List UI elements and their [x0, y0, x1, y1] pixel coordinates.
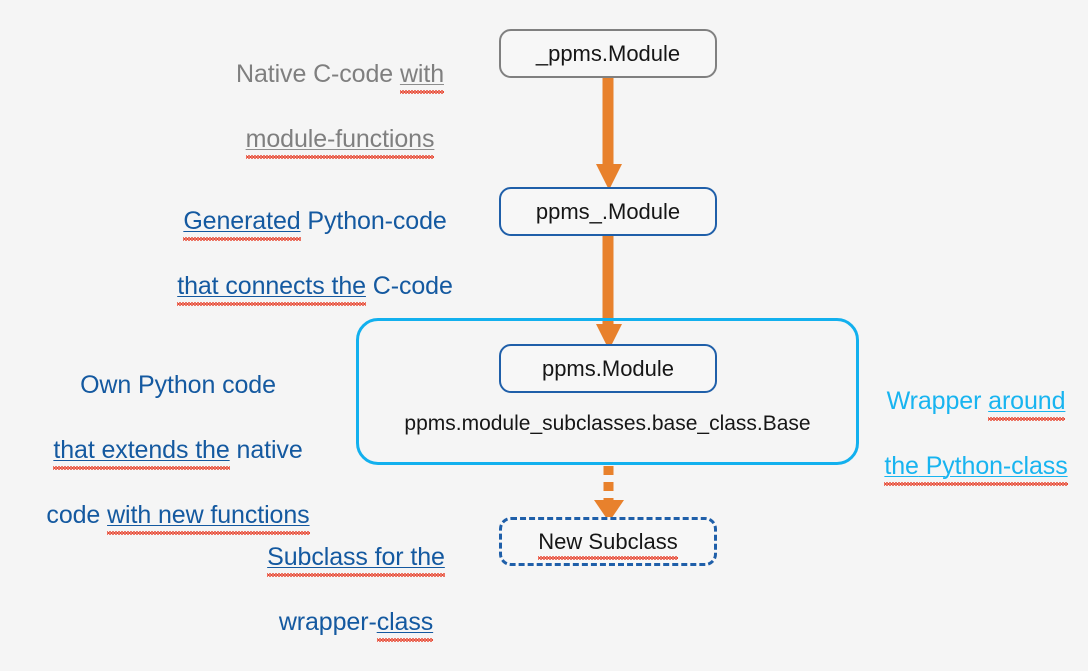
arrow-generated-to-own: [596, 236, 622, 350]
annotation-subclass-line1: Subclass for the: [267, 542, 445, 571]
node-own-python-module-label: ppms.Module: [541, 355, 675, 381]
annotation-own-python-line1: Own Python code: [80, 370, 276, 399]
annotation-wrapper-line1: Wrapper around: [886, 386, 1066, 415]
annotation-native-c-line2: module-functions: [245, 124, 435, 153]
node-new-subclass-label: New Subclass: [538, 529, 677, 555]
arrow-native-to-generated: [596, 76, 622, 190]
annotation-subclass-line2: wrapper-class: [278, 607, 434, 636]
annotation-own-python: Own Python code that extends the native …: [8, 336, 348, 564]
node-generated-python-module[interactable]: ppms_.Module: [499, 187, 717, 236]
annotation-own-python-line3: code with new functions: [46, 500, 310, 529]
base-class-path: ppms.module_subclasses.base_class.Base: [404, 412, 811, 435]
new-subclass-text: New Subclass: [538, 528, 678, 554]
annotation-native-c-line1-misspelled: with: [399, 59, 444, 88]
annotation-native-c: Native C-code with module-functions: [170, 25, 510, 188]
annotation-wrapper-line2: the Python-class: [884, 451, 1068, 480]
annotation-wrapper: Wrapper around the Python-class: [868, 352, 1084, 515]
node-own-python-module[interactable]: ppms.Module: [499, 344, 717, 393]
node-native-c-module-label: _ppms.Module: [535, 40, 681, 66]
diagram-canvas: ppms.module_subclasses.base_class.Base _…: [0, 0, 1088, 603]
annotation-generated-python: Generated Python-code that connects the …: [150, 172, 480, 335]
annotation-generated-python-line1: Generated Python-code: [183, 206, 447, 235]
annotation-subclass: Subclass for the wrapper-class: [238, 508, 474, 671]
annotation-native-c-line1: Native C-code with: [170, 58, 510, 91]
arrow-wrapper-to-subclass: [594, 466, 624, 522]
annotation-generated-python-line2: that connects the C-code: [177, 271, 453, 300]
node-generated-python-module-label: ppms_.Module: [535, 198, 681, 224]
node-native-c-module[interactable]: _ppms.Module: [499, 29, 717, 78]
annotation-native-c-line1-plain: Native C-code: [235, 59, 400, 88]
node-new-subclass[interactable]: New Subclass: [499, 517, 717, 566]
python-wrapper-group: [356, 318, 859, 465]
annotation-own-python-line2: that extends the native: [53, 435, 303, 464]
